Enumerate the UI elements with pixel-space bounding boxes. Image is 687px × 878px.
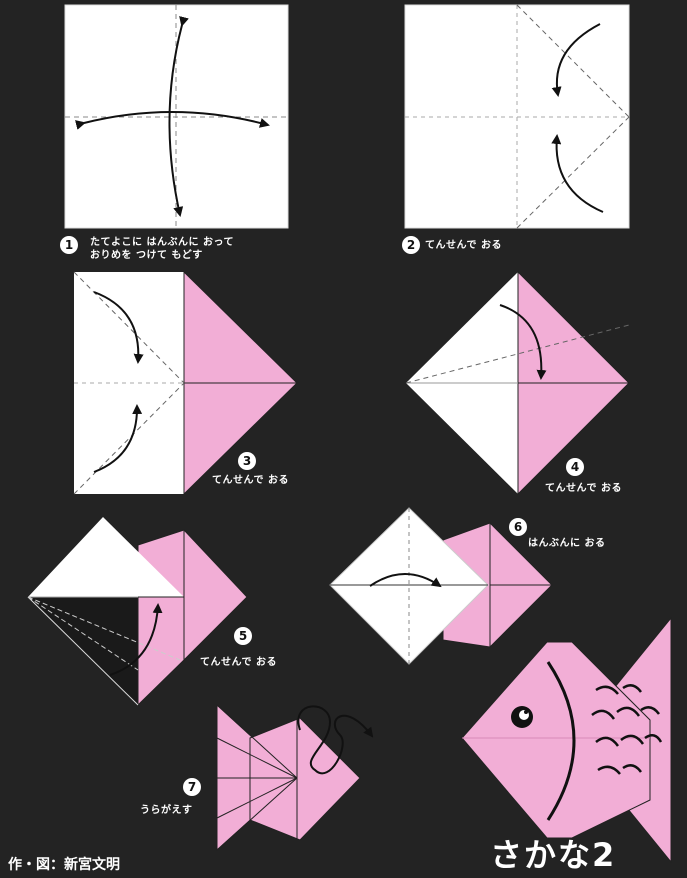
- step-6-caption: はんぶんに おる: [528, 538, 606, 549]
- step-3-number: 3: [238, 452, 256, 470]
- step-4-figure: [405, 270, 630, 496]
- step-7-caption: うらがえす: [140, 805, 193, 816]
- step-3-caption: てんせんで おる: [212, 475, 289, 486]
- step-3-figure: [73, 270, 298, 496]
- step-1-figure: [64, 4, 289, 229]
- step-2-figure: [404, 4, 630, 229]
- step-2-number: 2: [402, 236, 420, 254]
- step-5-number: 5: [234, 627, 252, 645]
- step-1-number: 1: [60, 236, 78, 254]
- step-6-figure: [329, 507, 553, 665]
- step-5-figure: [27, 517, 248, 707]
- page-title: さかな2: [490, 836, 617, 874]
- step-1-caption: たてよこに はんぶんに おって おりめを つけて もどす: [90, 236, 234, 262]
- step-1-caption-line-1: たてよこに はんぶんに おって: [90, 237, 234, 248]
- step-2-caption: てんせんで おる: [425, 240, 502, 251]
- finished-fish: [461, 616, 672, 864]
- step-4-caption: てんせんで おる: [545, 483, 622, 494]
- step-7-number: 7: [183, 778, 201, 796]
- step-7-figure: [216, 703, 374, 852]
- step-5-caption: てんせんで おる: [200, 657, 277, 668]
- step-4-number: 4: [566, 458, 584, 476]
- step-6-number: 6: [509, 518, 527, 536]
- credit: 作・図：新宮文明: [8, 857, 120, 873]
- step-1-caption-line-2: おりめを つけて もどす: [90, 250, 203, 261]
